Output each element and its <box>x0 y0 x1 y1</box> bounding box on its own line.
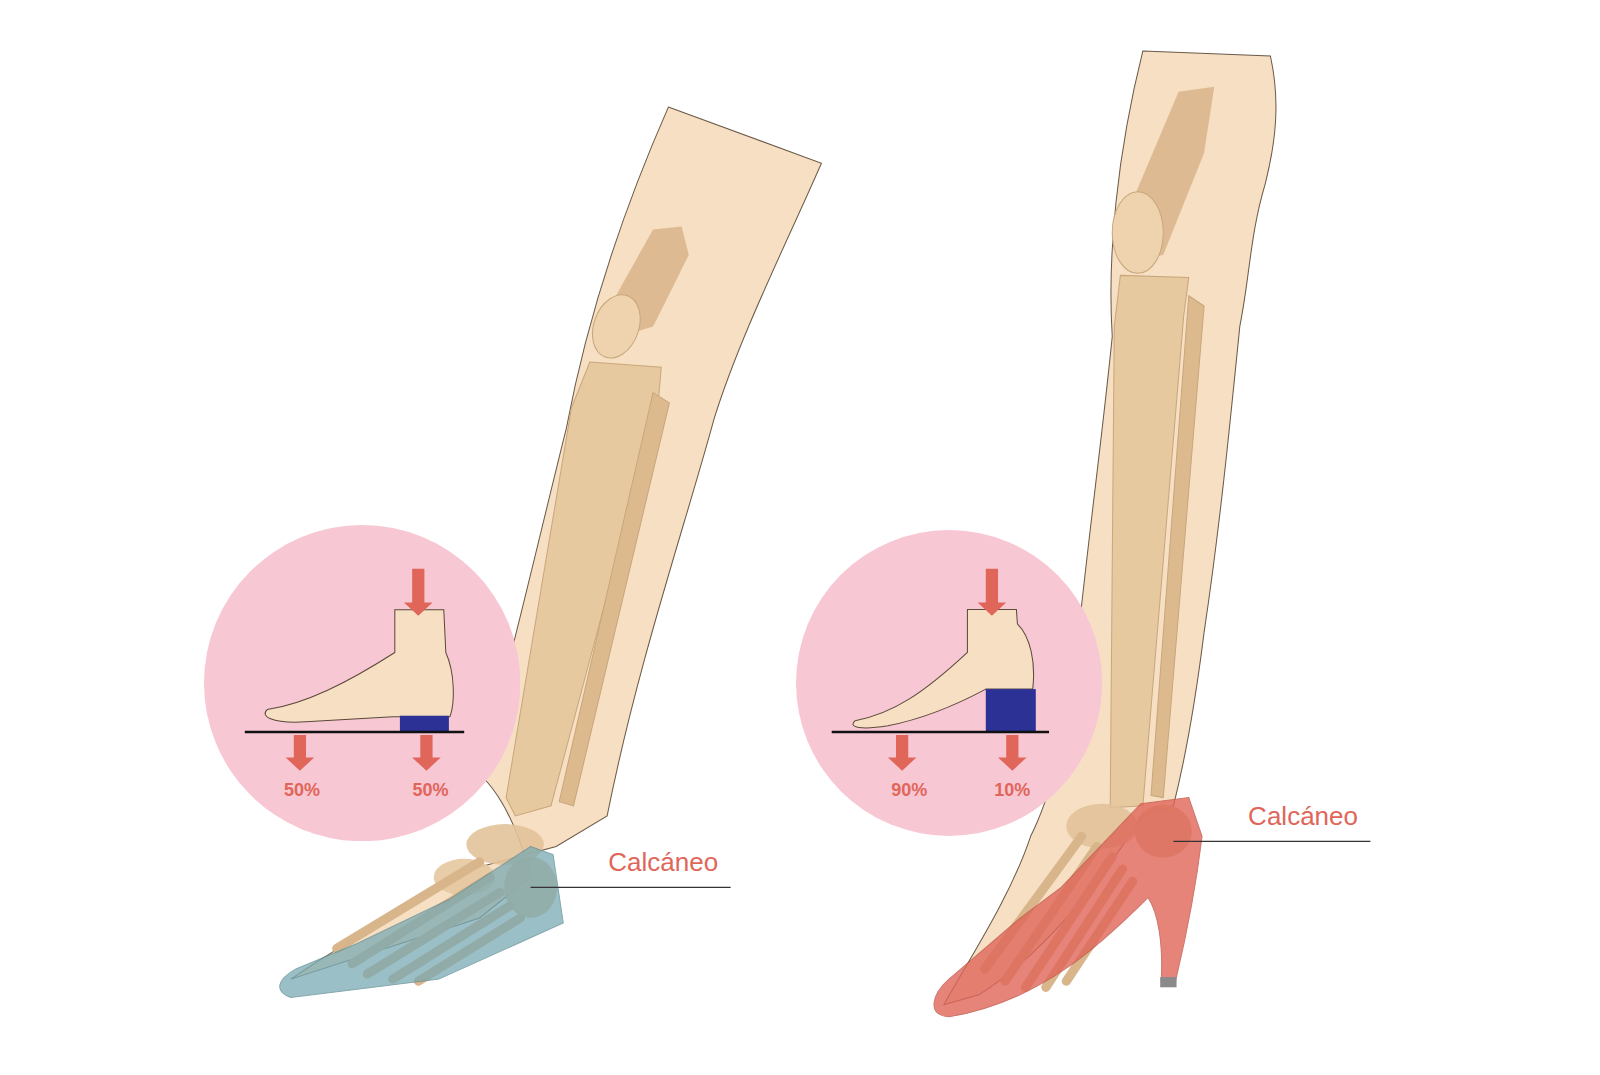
load-percentage: 10% <box>994 780 1030 801</box>
leader-line <box>531 887 731 888</box>
force-circle: 90% 10% <box>796 530 1102 836</box>
foot-load-diagram <box>204 525 520 841</box>
load-percentage: 50% <box>413 780 449 801</box>
leader-line <box>1173 841 1370 842</box>
foot-load-diagram <box>796 530 1102 836</box>
load-percentage: 90% <box>891 780 927 801</box>
part-label: Calcáneo <box>1248 800 1358 831</box>
load-percentage: 50% <box>284 780 320 801</box>
force-circle: 50% 50% <box>204 525 520 841</box>
part-label: Calcáneo <box>608 846 718 877</box>
right-leg <box>934 51 1276 1017</box>
